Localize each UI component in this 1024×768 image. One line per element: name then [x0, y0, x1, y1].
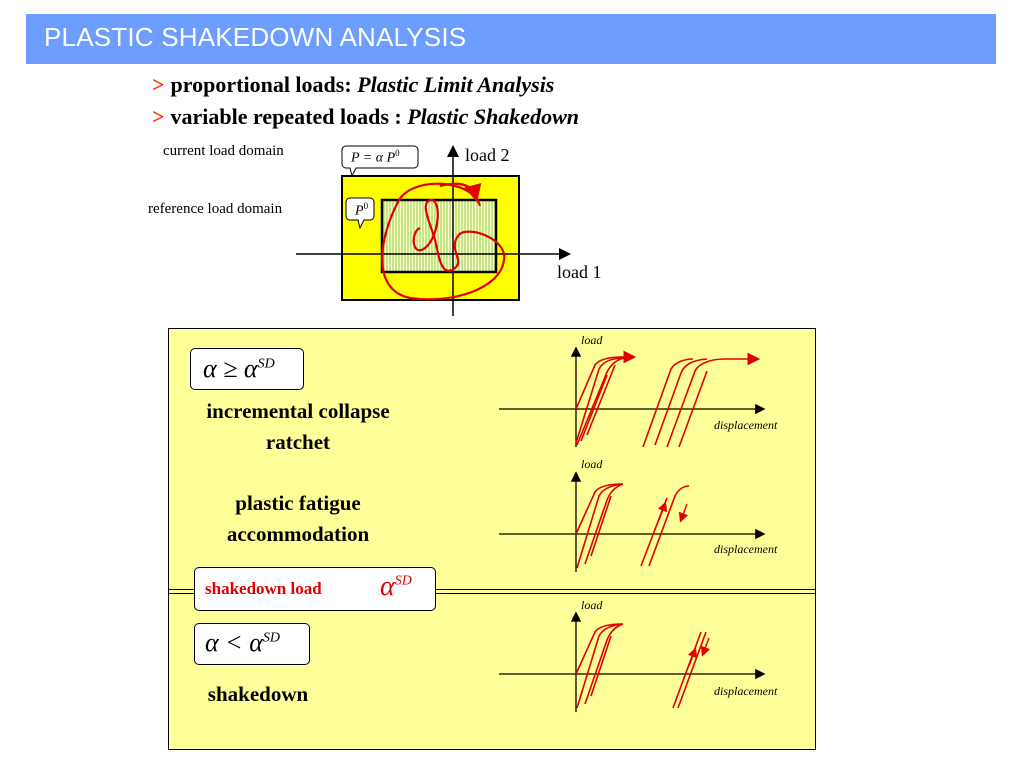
bullet-text: variable repeated loads :	[170, 104, 408, 129]
hysteresis-loops	[575, 483, 690, 569]
bullet-proportional-loads: >proportional loads: Plastic Limit Analy…	[152, 72, 554, 98]
ratchet-description: incremental collapse ratchet	[176, 396, 420, 458]
bullet-marker: >	[152, 72, 165, 97]
load-1-label: load 1	[557, 262, 602, 282]
current-formula-bubble	[341, 145, 419, 178]
bullet-text: proportional loads:	[170, 72, 358, 97]
text-line: ratchet	[265, 430, 331, 454]
bullet-emphasis: Plastic Shakedown	[407, 104, 579, 129]
plot1-load-label: load	[581, 333, 603, 347]
divider-line-top	[168, 589, 816, 590]
reference-formula-bubble	[345, 197, 375, 230]
page-title: PLASTIC SHAKEDOWN ANALYSIS	[44, 22, 467, 52]
text-line: shakedown	[207, 682, 309, 706]
condition-formula: α < αSD	[205, 628, 280, 657]
current-load-domain-label: current load domain	[163, 143, 284, 159]
fatigue-description: plastic fatigue accommodation	[176, 488, 420, 550]
reference-load-domain-rect	[380, 198, 498, 274]
divider-line-bottom	[168, 593, 816, 594]
text-line: incremental collapse	[206, 399, 390, 423]
ratchet-plot	[499, 346, 766, 448]
shakedown-load-box: shakedown load αSD	[194, 567, 436, 611]
load-path	[381, 182, 506, 301]
load-path-arrow	[439, 182, 482, 203]
bullet-variable-loads: >variable repeated loads : Plastic Shake…	[152, 104, 579, 130]
hysteresis-loops	[575, 356, 726, 448]
plot2-load-label: load	[581, 457, 603, 471]
reference-load-domain-label: reference load domain	[148, 201, 283, 217]
condition-formula: α ≥ αSD	[203, 354, 275, 383]
plot3-displacement-label: displacement	[714, 684, 778, 698]
plot3-load-label: load	[581, 598, 603, 612]
condition-box-ratchet: α ≥ αSD	[190, 348, 304, 390]
shakedown-load-label: shakedown load	[205, 579, 322, 598]
current-formula: P = α P0	[351, 148, 400, 166]
plot1-displacement-label: displacement	[714, 418, 778, 432]
hysteresis-loops	[575, 623, 707, 709]
text-line: plastic fatigue	[235, 491, 361, 515]
shakedown-panel	[168, 328, 816, 750]
shakedown-load-symbol: αSD	[380, 571, 412, 602]
load-2-label: load 2	[465, 145, 510, 165]
reference-formula: P0	[355, 201, 369, 219]
bullet-marker: >	[152, 104, 165, 129]
bullet-emphasis: Plastic Limit Analysis	[357, 72, 555, 97]
condition-box-shakedown: α < αSD	[194, 623, 310, 665]
plot2-displacement-label: displacement	[714, 542, 778, 556]
load-domain-diagram	[296, 145, 571, 316]
shakedown-plot	[499, 611, 766, 712]
shakedown-description: shakedown	[176, 679, 340, 710]
text-line: accommodation	[226, 522, 370, 546]
accommodation-plot	[499, 471, 766, 572]
title-bar	[26, 14, 996, 64]
